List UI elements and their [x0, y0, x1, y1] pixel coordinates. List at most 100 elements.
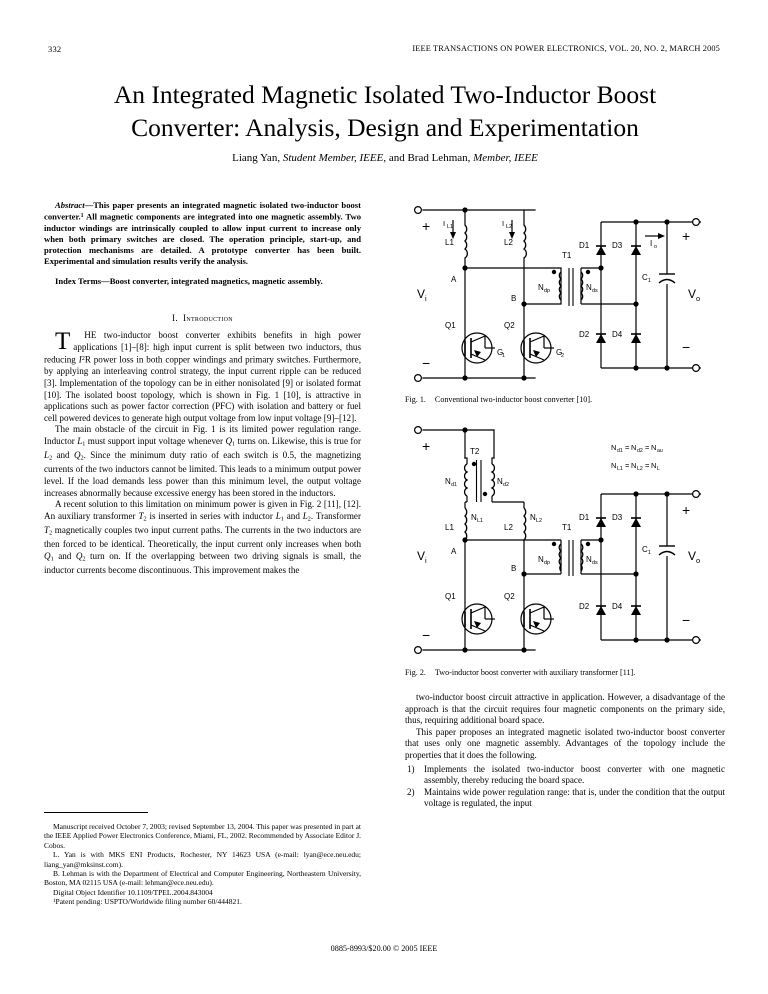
fig1-g2-sub: 2	[561, 353, 564, 359]
fig2-nd1-sub: d1	[451, 482, 457, 488]
fig1-io: I	[650, 239, 652, 248]
fig2-dot-t1-primary	[551, 541, 557, 546]
fig2-nds: N	[586, 555, 592, 564]
index-terms-text: Boost converter, integrated magnetics, m…	[109, 276, 323, 287]
index-terms: Index Terms—Boost converter, integrated …	[44, 276, 361, 287]
diode-d3	[631, 245, 641, 255]
paragraph-2-text-c: turns on. Likewise, this is true for	[235, 436, 361, 447]
note-patent: 1Patent pending: USPTO/Worldwide filing …	[44, 897, 361, 907]
fig2-d2: D2	[579, 602, 590, 611]
out-terminal-minus	[692, 364, 701, 373]
figure-2-circuit: + − V i + − V o T2 N d1 N d2 N L1 N L2 L…	[414, 425, 701, 654]
figure-2-caption: Fig. 2.Two-inductor boost converter with…	[405, 668, 725, 679]
left-column: Abstract—This paper presents an integrat…	[44, 200, 361, 577]
eq2-b-sub: L2	[637, 466, 643, 472]
fig2-vo-sub: o	[696, 556, 700, 565]
note-doi: Digital Object Identifier 10.1109/TPEL.2…	[53, 887, 213, 897]
fig2-t2: T2	[470, 447, 480, 456]
fig1-io-sub: o	[654, 244, 657, 250]
eq2-op1: =	[625, 461, 630, 470]
section-name: Introduction	[183, 313, 233, 324]
fig2-output-plus: +	[682, 502, 690, 518]
fig2-output-minus: −	[682, 612, 690, 628]
paragraph-3-text-b: is inserted in series with inductor	[146, 510, 276, 521]
eq2-c-sub: L	[657, 466, 660, 472]
eq2-b: N	[631, 461, 636, 470]
fig1-l1: L1	[445, 238, 454, 247]
note-patent-marker: 1	[53, 898, 56, 905]
note-author-2: B. Lehman is with the Department of Elec…	[44, 869, 361, 888]
fig1-g1-sub: 1	[502, 353, 505, 359]
fig1-vi-sub: i	[425, 294, 427, 303]
fig2-nl1: N	[471, 513, 477, 522]
paragraph-2: The main obstacle of the circuit in Fig.…	[44, 424, 361, 498]
paragraph-4: two-inductor boost circuit attractive in…	[405, 692, 725, 726]
paragraph-1-text-b: power loss in both copper windings and p…	[44, 354, 361, 423]
fig2-vi: V	[417, 549, 425, 563]
fig1-g2: G	[556, 348, 562, 357]
page-title: An Integrated Magnetic Isolated Two-Indu…	[44, 78, 726, 144]
fig1-input-plus: +	[422, 218, 430, 234]
fig1-vo: V	[688, 287, 696, 301]
eq2-c: N	[651, 461, 656, 470]
fig2-l1: L1	[445, 523, 454, 532]
figure-1-caption: Fig. 1.Conventional two-inductor boost c…	[405, 395, 725, 406]
eq2-a: N	[611, 461, 616, 470]
title-line-1: An Integrated Magnetic Isolated Two-Indu…	[113, 80, 657, 109]
fig2-nd1: N	[445, 477, 451, 486]
paragraph-2-text-e: . Since the minimum duty ratio of each s…	[44, 450, 361, 498]
eq1-c: N	[651, 443, 656, 452]
fig2-q1: Q1	[445, 592, 456, 601]
list-item: 1)Implements the isolated two-inductor b…	[405, 764, 725, 787]
fig2-nl2-sub: L2	[536, 518, 542, 524]
fig2-vo: V	[688, 549, 696, 563]
fig2-node-b: B	[511, 564, 516, 573]
drop-cap: T	[55, 328, 71, 356]
paragraph-3-text-d: . Transformer	[310, 510, 361, 521]
fig2-ndp: N	[538, 555, 544, 564]
title-line-2: Converter: Analysis, Design and Experime…	[131, 113, 639, 142]
figure-1: + − V i + − V o I L1 I L2 L1 L2 A B Q1 Q…	[405, 200, 725, 406]
fig2-input-minus: −	[422, 627, 430, 643]
paragraph-3-text-c: and	[283, 510, 303, 521]
paragraph-3-text-a: A recent solution to this limitation on …	[44, 499, 361, 521]
fig1-output-plus: +	[682, 228, 690, 244]
paragraph-5: This paper proposes an integrated magnet…	[405, 726, 725, 760]
fig2-input-plus: +	[422, 438, 430, 454]
fig1-ndp-sub: dp	[544, 288, 550, 294]
abstract-footnote-marker: 1	[80, 213, 84, 220]
eq1-b-sub: d2	[637, 448, 643, 454]
transistor-q2	[520, 332, 554, 364]
eq1-a-sub: d1	[617, 448, 623, 454]
fig2-capacitor-c1	[658, 544, 676, 556]
dot-primary	[551, 269, 557, 275]
figure-1-caption-text: Conventional two-inductor boost converte…	[434, 395, 593, 404]
diode-d2	[596, 333, 606, 343]
fig2-c1: C	[642, 545, 648, 554]
fig1-l2: L2	[504, 238, 513, 247]
fig1-d4: D4	[612, 330, 623, 339]
right-column: + − V i + − V o I L1 I L2 L1 L2 A B Q1 Q…	[405, 200, 725, 810]
diode-d1	[596, 245, 606, 255]
note-manuscript: Manuscript received October 7, 2003; rev…	[44, 822, 362, 850]
fig2-d1: D1	[579, 513, 590, 522]
paragraph-3-text-g: turn on. If the overlapping between two …	[44, 550, 361, 575]
fig1-c1: C	[642, 273, 648, 282]
fig1-vo-sub: o	[696, 294, 700, 303]
transistor-q1	[461, 332, 495, 364]
fig2-vi-sub: i	[425, 556, 427, 565]
paragraph-2-text-a: The main obstacle of the circuit in Fig.…	[44, 424, 361, 447]
fig2-d4: D4	[612, 602, 623, 611]
dot-secondary	[585, 269, 591, 275]
paragraph-3-text-f: and	[53, 550, 76, 561]
fig1-vi: V	[417, 287, 425, 301]
fig1-t1: T1	[562, 251, 572, 260]
author-1-role: Student Member, IEEE	[282, 152, 384, 164]
eq2-op2: =	[645, 461, 650, 470]
abstract-text-b: All magnetic components are integrated i…	[44, 211, 361, 266]
fig2-out-terminal-plus	[692, 489, 701, 498]
fig2-nl1-sub: L1	[477, 518, 483, 524]
fig2-equation-1: N d1 = N d2 = N au	[611, 443, 663, 454]
fig1-node-a: A	[451, 275, 457, 284]
